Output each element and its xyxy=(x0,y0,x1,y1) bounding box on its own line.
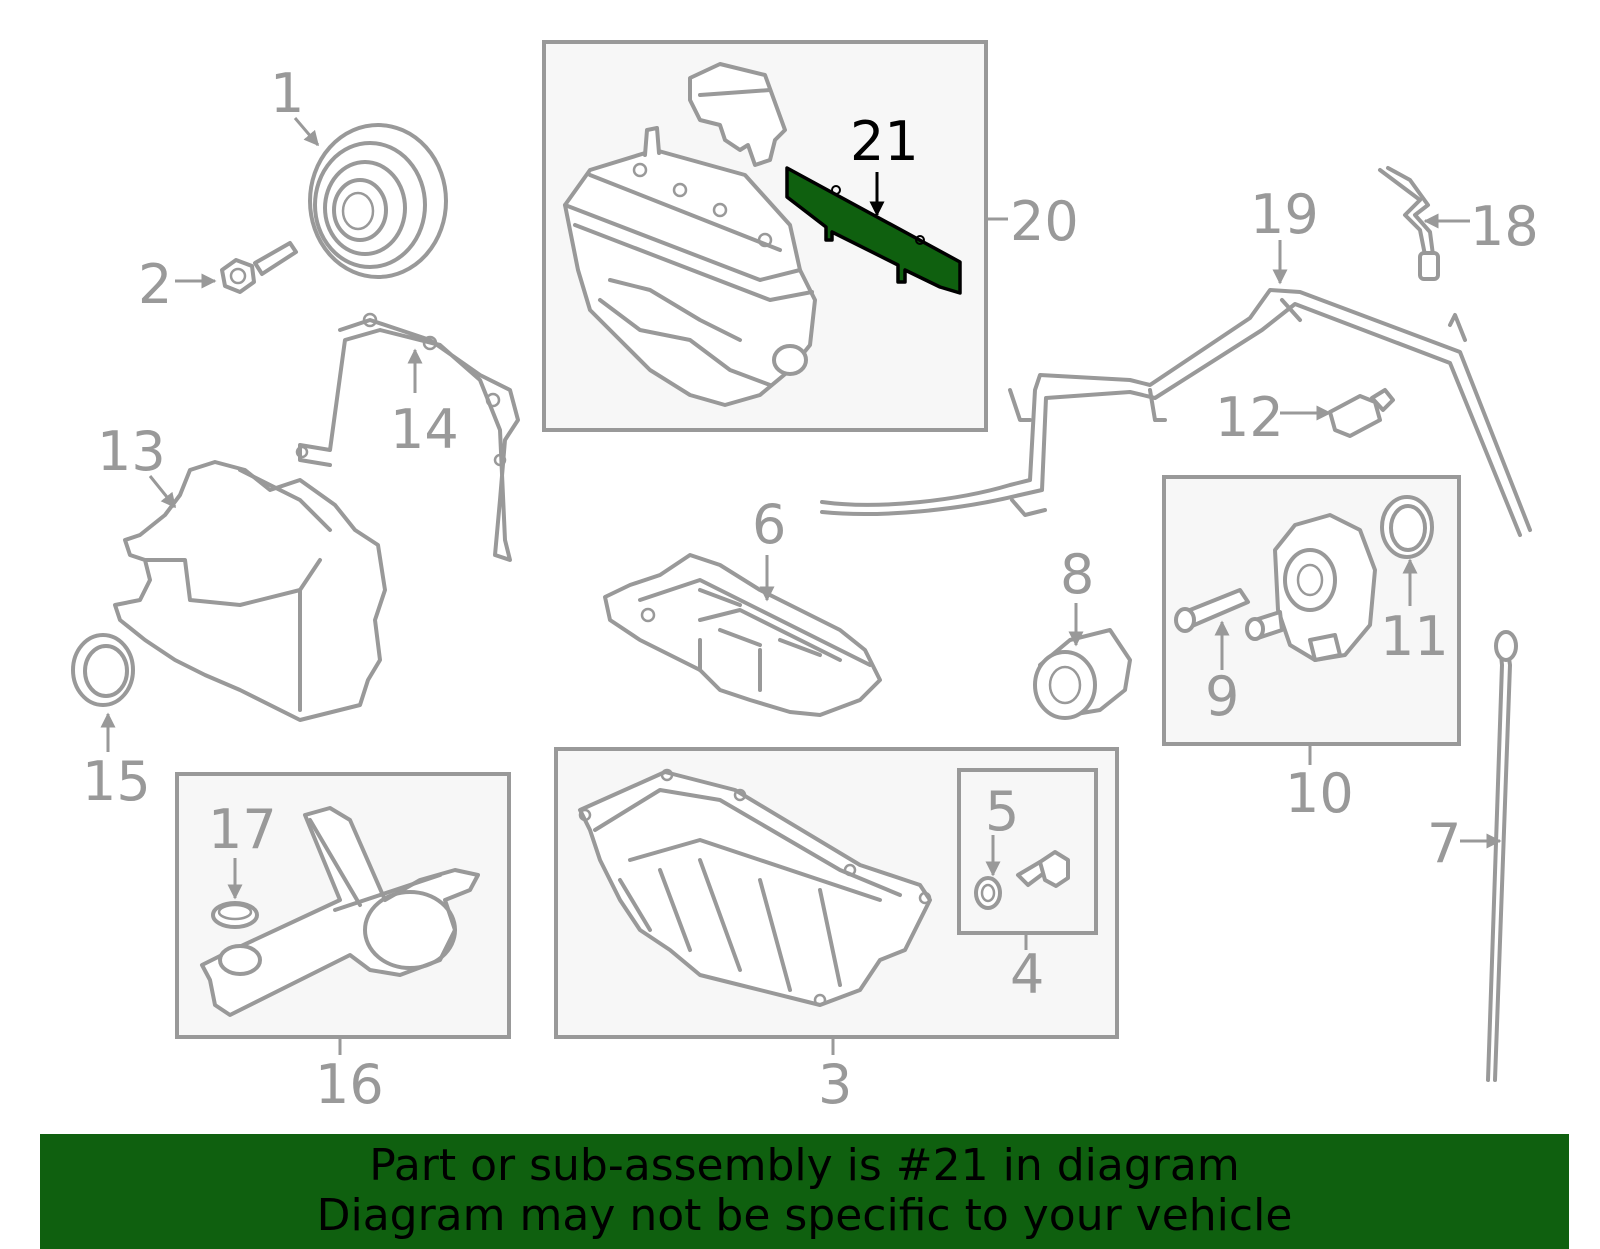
oil-pan xyxy=(578,768,932,1007)
info-banner: Part or sub-assembly is #21 in diagram D… xyxy=(40,1134,1569,1249)
callout-15: 15 xyxy=(82,750,151,813)
oil-tube-bracket xyxy=(820,288,1532,537)
callout-19: 19 xyxy=(1250,183,1319,246)
pulley-bolt xyxy=(220,241,298,294)
oil-level-sensor xyxy=(1378,166,1440,281)
callout-5: 5 xyxy=(985,780,1019,843)
oil-cooler-bolt xyxy=(1174,588,1250,633)
group-box-4 xyxy=(957,768,1098,935)
drain-plug xyxy=(1016,850,1070,888)
callout-2: 2 xyxy=(138,253,172,316)
oil-baffle xyxy=(603,553,882,717)
callout-17: 17 xyxy=(208,798,277,861)
valve-cover xyxy=(563,126,817,407)
callout-16: 16 xyxy=(315,1053,384,1116)
drain-plug-washer xyxy=(974,876,1002,910)
timing-cover xyxy=(113,460,387,722)
oil-cooler xyxy=(1245,513,1377,662)
callout-11: 11 xyxy=(1380,605,1449,668)
callout-4: 4 xyxy=(1010,943,1044,1006)
oil-pump-pickup xyxy=(200,806,480,1017)
callout-1: 1 xyxy=(270,62,304,125)
callout-6: 6 xyxy=(752,493,786,556)
dipstick xyxy=(1486,630,1518,1082)
leader-lines xyxy=(100,117,1502,1055)
banner-line-2: Diagram may not be specific to your vehi… xyxy=(316,1190,1293,1241)
callout-3: 3 xyxy=(818,1053,852,1116)
callout-10: 10 xyxy=(1285,762,1354,825)
callout-8: 8 xyxy=(1060,543,1094,606)
callout-14: 14 xyxy=(390,398,459,461)
oil-filter xyxy=(1033,628,1132,720)
front-seal xyxy=(71,633,135,707)
callout-9: 9 xyxy=(1205,665,1239,728)
oil-cooler-seal xyxy=(1380,495,1434,559)
callout-21: 21 xyxy=(850,110,919,173)
pickup-o-ring xyxy=(211,901,259,929)
callout-20: 20 xyxy=(1010,190,1079,253)
gasket-21-highlighted xyxy=(785,166,962,295)
crankshaft-pulley xyxy=(308,123,448,279)
front-cover-gasket xyxy=(295,312,520,562)
callout-13: 13 xyxy=(97,420,166,483)
oil-pressure-switch xyxy=(1328,388,1395,438)
oil-separator xyxy=(688,62,787,167)
callout-7: 7 xyxy=(1427,812,1461,875)
callout-12: 12 xyxy=(1215,386,1284,449)
callout-18: 18 xyxy=(1470,195,1539,258)
banner-line-1: Part or sub-assembly is #21 in diagram xyxy=(369,1140,1240,1191)
